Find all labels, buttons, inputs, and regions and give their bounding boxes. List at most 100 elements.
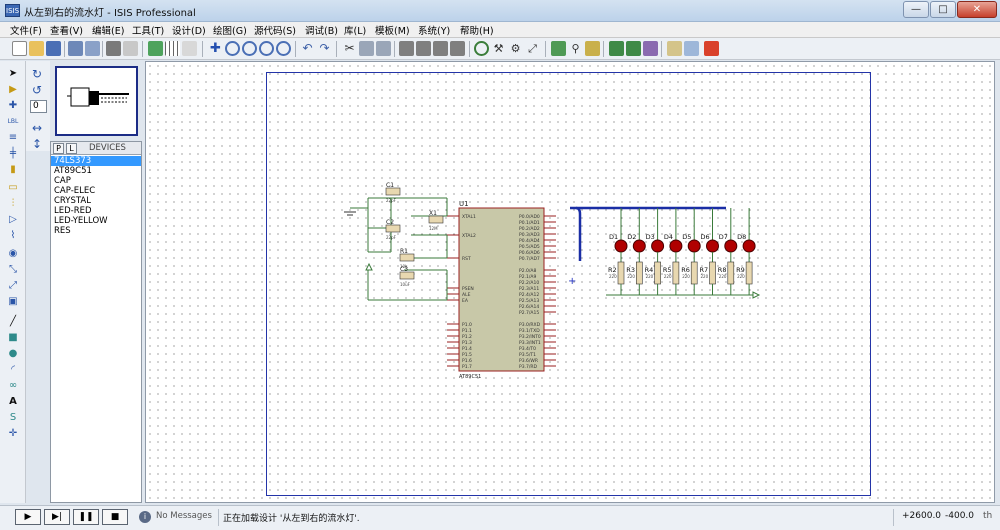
current-probe-icon[interactable]: ⤢ [9,280,17,291]
menu-template[interactable]: 模板(M) [375,26,410,37]
device-item[interactable]: CAP [54,176,71,186]
rotate-clockwise-icon[interactable]: ↻ [31,67,43,81]
origin-icon[interactable] [182,41,197,56]
menu-library[interactable]: 库(L) [344,26,367,37]
new-sheet-icon[interactable] [609,41,624,56]
zoom-out-icon[interactable] [242,41,257,56]
pick-device-icon[interactable] [474,41,489,56]
menu-graph[interactable]: 绘图(G) [213,26,247,37]
device-item[interactable]: 74LS373 [51,156,141,166]
junction-dot-icon[interactable]: ✚ [8,100,18,111]
block-copy-icon[interactable] [399,41,414,56]
device-item[interactable]: AT89C51 [54,166,92,176]
rotation-angle-input[interactable]: 0 [30,100,47,113]
block-move-icon[interactable] [416,41,431,56]
graph-icon[interactable]: ▷ [9,214,17,225]
wire-autorouter-icon[interactable] [551,41,566,56]
make-device-icon[interactable]: ⚒ [493,42,504,55]
circle-tool-icon[interactable]: ● [8,348,18,359]
path-tool-icon[interactable]: ∞ [8,380,18,391]
component-symbol [399,253,415,262]
paste-icon[interactable] [376,41,391,56]
device-item[interactable]: LED-YELLOW [54,216,108,226]
rotate-anticlockwise-icon[interactable]: ↺ [31,83,43,97]
terminals-icon[interactable]: ▭ [8,182,18,193]
menu-help[interactable]: 帮助(H) [460,26,494,37]
export-icon[interactable] [85,41,100,56]
device-item[interactable]: CAP-ELEC [54,186,96,196]
device-pins-icon[interactable]: ⫶ [11,198,15,209]
line-tool-icon[interactable]: ╱ [9,316,17,327]
remove-sheet-icon[interactable] [626,41,641,56]
menu-source[interactable]: 源代码(S) [254,26,296,37]
mirror-x-icon[interactable]: ↔ [31,121,43,135]
device-item[interactable]: LED-RED [54,206,92,216]
grid-icon[interactable] [165,41,180,56]
pan-icon[interactable]: ✚ [210,41,221,56]
selection-mode-icon[interactable]: ➤ [8,68,18,79]
text-tool-icon[interactable]: A [9,396,17,407]
packaging-tool-icon[interactable]: ⚙ [510,42,521,55]
virtual-instruments-icon[interactable]: ▣ [8,296,18,307]
decompose-icon[interactable]: ⤢ [528,42,537,55]
open-folder-icon[interactable] [29,41,44,56]
tape-recorder-icon[interactable]: ⌇ [10,230,16,241]
block-delete-icon[interactable] [450,41,465,56]
block-rotate-icon[interactable] [433,41,448,56]
menu-debug[interactable]: 调试(B) [305,26,338,37]
pause-button[interactable]: ❚❚ [73,509,99,525]
menu-file[interactable]: 文件(F) [10,26,42,37]
menu-system[interactable]: 系统(Y) [418,26,451,37]
import-icon[interactable] [68,41,83,56]
cut-icon[interactable]: ✂ [344,41,355,55]
property-tool-icon[interactable] [585,41,600,56]
component-mode-icon[interactable]: ▶ [9,84,17,95]
new-file-icon[interactable] [12,41,27,56]
box-tool-icon[interactable]: ■ [8,332,18,343]
minimize-button[interactable]: — [903,1,929,18]
generator-icon[interactable]: ◉ [8,248,18,259]
info-icon[interactable]: i [139,511,151,523]
menu-view[interactable]: 查看(V) [50,26,83,37]
message-count[interactable]: No Messages [156,511,212,521]
zoom-area-icon[interactable] [276,41,291,56]
step-button[interactable]: ▶| [44,509,70,525]
stop-button[interactable]: ■ [102,509,128,525]
menu-tools[interactable]: 工具(T) [132,26,165,37]
menu-design[interactable]: 设计(D) [172,26,206,37]
search-icon[interactable]: ⚲ [571,42,580,55]
zoom-all-icon[interactable] [259,41,274,56]
refresh-icon[interactable] [148,41,163,56]
bill-of-materials-icon[interactable] [667,41,682,56]
undo-icon[interactable]: ↶ [302,41,313,55]
play-button[interactable]: ▶ [15,509,41,525]
netlist-to-ares-icon[interactable] [704,41,719,56]
device-item[interactable]: RES [54,226,71,236]
redo-icon[interactable]: ↷ [319,41,330,55]
save-icon[interactable] [46,41,61,56]
device-item[interactable]: CRYSTAL [54,196,91,206]
component-symbol [385,187,401,196]
text-script-icon[interactable]: ≡ [8,132,18,143]
print-area-icon[interactable] [123,41,138,56]
close-button[interactable]: ✕ [957,1,997,18]
electrical-rule-check-icon[interactable] [684,41,699,56]
bus-icon[interactable]: ╪ [9,148,17,159]
mirror-y-icon[interactable]: ↕ [31,137,43,151]
print-icon[interactable] [106,41,121,56]
voltage-probe-icon[interactable]: ⤡ [9,264,17,275]
symbol-tool-icon[interactable]: S [9,412,17,423]
pick-devices-button[interactable]: P [53,143,64,154]
subcircuit-icon[interactable]: ▮ [10,164,16,175]
library-manager-button[interactable]: L [66,143,77,154]
copy-icon[interactable] [359,41,374,56]
menu-edit[interactable]: 编辑(E) [92,26,125,37]
maximize-button[interactable]: □ [930,1,956,18]
wire-label-icon[interactable]: LBL [7,118,19,125]
zoom-in-icon[interactable] [225,41,240,56]
arc-tool-icon[interactable]: ◜ [11,364,15,375]
exit-to-parent-icon[interactable] [643,41,658,56]
overview-window[interactable] [55,66,138,136]
marker-tool-icon[interactable]: ✛ [8,428,18,439]
